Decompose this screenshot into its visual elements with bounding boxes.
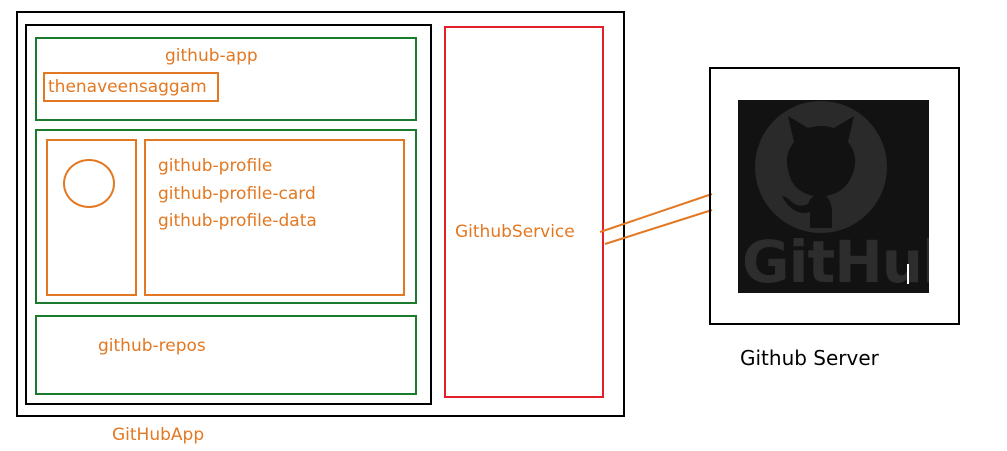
avatar-panel-box xyxy=(46,139,137,296)
username-label: thenaveensaggam xyxy=(48,77,207,97)
profile-section-box xyxy=(35,129,417,304)
github-service-label: GithubService xyxy=(455,222,575,242)
github-profile-data-label: github-profile-data xyxy=(158,211,317,231)
github-app-label: github-app xyxy=(165,46,258,66)
github-server-box xyxy=(709,67,960,325)
github-logo-text: GitHub xyxy=(742,228,929,293)
github-profile-card-label: github-profile-card xyxy=(158,184,316,204)
github-octocat-icon xyxy=(755,101,887,233)
githubapp-caption: GitHubApp xyxy=(112,425,205,445)
text-cursor-mark xyxy=(907,264,909,284)
github-profile-label: github-profile xyxy=(158,156,273,176)
github-app-component-box xyxy=(35,37,417,121)
username-component-box xyxy=(43,72,219,102)
profile-details-box xyxy=(144,139,405,296)
github-repos-label: github-repos xyxy=(98,336,206,356)
github-server-label: Github Server xyxy=(740,346,879,370)
inner-app-frame xyxy=(25,24,432,405)
github-repos-component-box xyxy=(35,315,417,395)
github-logo-image: GitHub xyxy=(738,100,929,293)
circle-avatar-icon xyxy=(63,159,115,208)
github-service-box xyxy=(444,26,604,398)
